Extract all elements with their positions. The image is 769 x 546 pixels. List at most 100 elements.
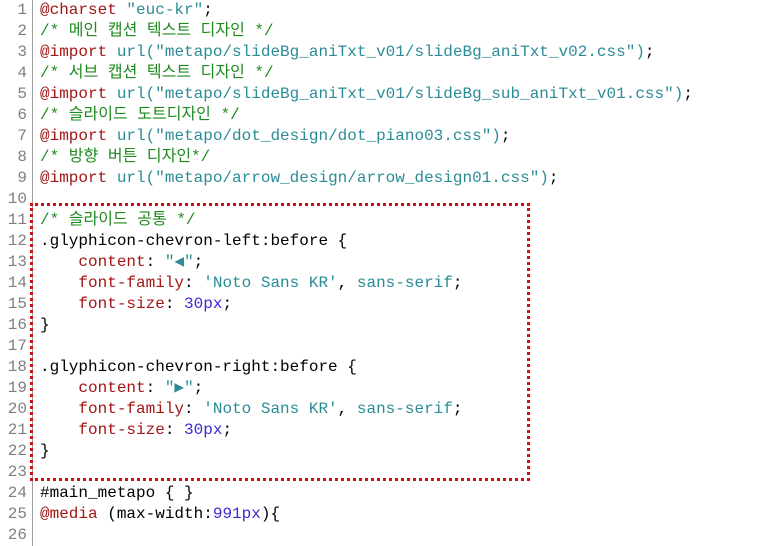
token: 'Noto Sans KR'	[203, 400, 338, 418]
code-line[interactable]: 15 font-size: 30px;	[0, 294, 769, 315]
token: /* 방향 버튼 디자인*/	[40, 148, 211, 166]
code-line[interactable]: 3@import url("metapo/slideBg_aniTxt_v01/…	[0, 42, 769, 63]
line-number: 12	[0, 231, 33, 252]
line-number: 22	[0, 441, 33, 462]
token: (	[97, 505, 117, 523]
line-number: 23	[0, 462, 33, 483]
code-text: @import url("metapo/slideBg_aniTxt_v01/s…	[33, 42, 655, 63]
code-line[interactable]: 20 font-family: 'Noto Sans KR', sans-ser…	[0, 399, 769, 420]
code-text: font-family: 'Noto Sans KR', sans-serif;	[33, 273, 462, 294]
code-text: @media (max-width:991px){	[33, 504, 280, 525]
token: 991px	[212, 505, 261, 523]
token: .glyphicon-chevron-right:before {	[40, 358, 357, 376]
code-text: content: "▶";	[33, 378, 203, 399]
code-line[interactable]: 10	[0, 189, 769, 210]
token: "◀"	[164, 253, 194, 271]
line-number: 25	[0, 504, 33, 525]
code-line[interactable]: 26	[0, 525, 769, 546]
code-text: font-family: 'Noto Sans KR', sans-serif;	[33, 399, 462, 420]
token	[117, 1, 127, 19]
token	[40, 421, 78, 439]
token: font-family	[78, 400, 185, 418]
code-line[interactable]: 7@import url("metapo/dot_design/dot_pian…	[0, 126, 769, 147]
token: content	[78, 253, 146, 271]
code-line[interactable]: 17	[0, 336, 769, 357]
token: @charset	[40, 1, 117, 19]
token: font-size	[78, 295, 165, 313]
code-text: /* 메인 캡션 텍스트 디자인 */	[33, 21, 274, 42]
code-text: font-size: 30px;	[33, 294, 232, 315]
token: .glyphicon-chevron-left:before {	[40, 232, 348, 250]
line-number: 20	[0, 399, 33, 420]
token: ,	[337, 274, 357, 292]
code-text: /* 슬라이드 도트디자인 */	[33, 105, 240, 126]
code-line[interactable]: 16}	[0, 315, 769, 336]
token: #main_metapo { }	[40, 484, 194, 502]
line-number: 19	[0, 378, 33, 399]
line-number: 17	[0, 336, 33, 357]
code-line[interactable]: 22}	[0, 441, 769, 462]
line-number: 21	[0, 420, 33, 441]
token: ;	[683, 85, 693, 103]
token: }	[40, 442, 50, 460]
code-text: .glyphicon-chevron-left:before {	[33, 231, 347, 252]
code-text	[33, 189, 40, 210]
code-line[interactable]: 2 /* 메인 캡션 텍스트 디자인 */	[0, 21, 769, 42]
token: :	[164, 295, 185, 313]
token: ;	[644, 43, 655, 61]
code-line[interactable]: 1 @charset "euc-kr";	[0, 0, 769, 21]
code-line[interactable]: 14 font-family: 'Noto Sans KR', sans-ser…	[0, 273, 769, 294]
token: url("metapo/dot_design/dot_piano03.css")	[116, 127, 501, 145]
token	[40, 274, 78, 292]
code-line[interactable]: 11/* 슬라이드 공통 */	[0, 210, 769, 231]
code-line[interactable]: 4/* 서브 캡션 텍스트 디자인 */	[0, 63, 769, 84]
code-line[interactable]: 21 font-size: 30px;	[0, 420, 769, 441]
code-line[interactable]: 8/* 방향 버튼 디자인*/	[0, 147, 769, 168]
code-line[interactable]: 13 content: "◀";	[0, 252, 769, 273]
code-line[interactable]: 5@import url("metapo/slideBg_aniTxt_v01/…	[0, 84, 769, 105]
line-number: 13	[0, 252, 33, 273]
line-number: 16	[0, 315, 33, 336]
token: ){	[260, 505, 281, 523]
token: @import	[40, 127, 108, 145]
code-line[interactable]: 24 #main_metapo { }	[0, 483, 769, 504]
line-number: 2	[0, 21, 33, 42]
line-number: 24	[0, 483, 33, 504]
line-number: 6	[0, 105, 33, 126]
token: ;	[203, 1, 213, 19]
token: /* 메인 캡션 텍스트 디자인 */	[40, 22, 274, 40]
code-text: /* 방향 버튼 디자인*/	[33, 147, 210, 168]
token: ;	[452, 274, 463, 292]
line-number: 11	[0, 210, 33, 231]
code-line[interactable]: 25@media (max-width:991px){	[0, 504, 769, 525]
token: ;	[222, 295, 233, 313]
token: ;	[222, 421, 233, 439]
code-text: @import url("metapo/dot_design/dot_piano…	[33, 126, 511, 147]
token	[40, 253, 78, 271]
line-number: 15	[0, 294, 33, 315]
line-number: 14	[0, 273, 33, 294]
code-line[interactable]: 12 .glyphicon-chevron-left:before {	[0, 231, 769, 252]
token: ,	[337, 400, 357, 418]
line-number: 1	[0, 0, 33, 21]
token: font-family	[78, 274, 185, 292]
code-line[interactable]: 9@import url("metapo/arrow_design/arrow_…	[0, 168, 769, 189]
code-line[interactable]: 23	[0, 462, 769, 483]
token: :	[203, 505, 213, 523]
token: max-width	[116, 505, 204, 523]
code-text: }	[33, 315, 50, 336]
token: "▶"	[164, 379, 194, 397]
code-line[interactable]: 18.glyphicon-chevron-right:before {	[0, 357, 769, 378]
code-text: }	[33, 441, 50, 462]
code-line[interactable]: 19 content: "▶";	[0, 378, 769, 399]
code-line[interactable]: 6/* 슬라이드 도트디자인 */	[0, 105, 769, 126]
token: font-size	[78, 421, 165, 439]
code-text: font-size: 30px;	[33, 420, 232, 441]
code-text: /* 슬라이드 공통 */	[33, 210, 196, 231]
token: ;	[193, 253, 204, 271]
token: "euc-kr"	[126, 1, 204, 19]
code-text	[33, 336, 40, 357]
code-text	[33, 525, 40, 546]
token: content	[78, 379, 146, 397]
